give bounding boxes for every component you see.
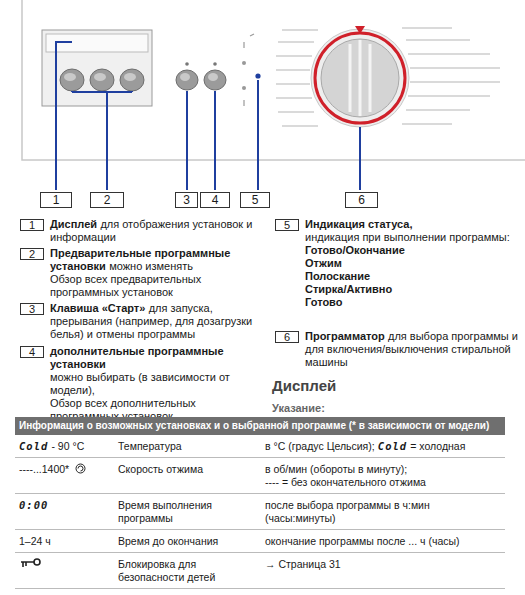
- table-cell: Блокировка для безопасности детей: [118, 558, 260, 584]
- table-cell: окончание программы после ... ч (часы): [265, 535, 501, 548]
- table-text: ---- = без окончательного отжима: [265, 476, 501, 489]
- callout-number: 3: [175, 192, 198, 208]
- table-cell: Температура: [118, 440, 260, 453]
- description-text: Обзор всех предварительных программных у…: [50, 273, 265, 299]
- node-text: 1: [29, 219, 35, 231]
- table-text: Температура: [118, 440, 182, 452]
- note-heading: Указание:: [272, 402, 325, 414]
- node-text: 3: [29, 303, 35, 315]
- description-text: можно изменять: [109, 260, 193, 272]
- table-cell: Время выполнения программы: [118, 499, 260, 525]
- table-cell: после выбора программы в ч:мин (часы:мин…: [265, 499, 501, 525]
- table-text: в °C (градус Цельсия);: [265, 440, 375, 452]
- control-panel-illustration: [0, 0, 525, 190]
- description: Предварительные программные установкимож…: [50, 247, 265, 299]
- table-text: 1–24 ч: [19, 535, 51, 547]
- key-icon: [19, 558, 43, 570]
- term: дополнительные программные установки: [50, 345, 224, 370]
- table-text: Время до окончания: [118, 535, 218, 547]
- description: Клавиша «Старт»для запуска, прерывания (…: [50, 302, 265, 341]
- callout-number: 5: [275, 219, 299, 231]
- table-cell: Скорость отжима: [118, 463, 260, 476]
- node-text: 4: [29, 346, 35, 358]
- table-cell: 1–24 ч: [19, 535, 117, 548]
- table-text: 0:00: [19, 499, 48, 511]
- table-cell: в об/мин (обороты в минуту);---- = без о…: [265, 463, 501, 489]
- table-cell: Время до окончания: [118, 535, 260, 548]
- callout-number: 2: [20, 248, 44, 260]
- node-text: Информация о возможных установках и о вы…: [19, 420, 489, 431]
- table-text: - 90 °C: [51, 440, 84, 452]
- description: Индикация статуса,индикация при выполнен…: [305, 218, 525, 309]
- callout-number: 2: [90, 192, 124, 208]
- node-text: 2: [104, 193, 111, 207]
- table-cell: в °C (градус Цельсия);Cold= холодная: [265, 440, 501, 453]
- table-cell: ----...1400*: [19, 463, 117, 476]
- table-text: после выбора программы в ч:мин (часы:мин…: [265, 499, 430, 524]
- term: Индикация статуса,: [305, 218, 412, 230]
- table-text: → Страница 31: [265, 558, 341, 570]
- callout-number: 1: [40, 192, 72, 208]
- node-text: 6: [284, 331, 290, 343]
- table-header: Информация о возможных установках и о вы…: [15, 417, 505, 435]
- table-row: ----...1400* Скорость отжима в об/мин (обо…: [15, 458, 505, 494]
- table-text: Cold: [378, 440, 407, 452]
- table-row: 0:00 Время выполнения программы после выбо…: [15, 494, 505, 530]
- table-cell: [19, 558, 117, 573]
- callout-number: 3: [20, 303, 44, 315]
- table-text: = холодная: [410, 440, 465, 452]
- node-text: 2: [29, 248, 35, 260]
- table-row: Cold- 90 °CТемпературав °C (градус Цельс…: [15, 435, 505, 458]
- table-text: Cold: [19, 440, 48, 452]
- node-text: 5: [284, 219, 290, 231]
- table-text: ----...1400*: [19, 463, 69, 475]
- description-text: индикация при выполнении программы:: [305, 231, 525, 244]
- term: Клавиша «Старт»: [50, 302, 145, 314]
- table-cell: → Страница 31: [265, 558, 501, 571]
- description-text: можно выбирать (в зависимости от модели)…: [50, 371, 265, 397]
- callout-number: 6: [275, 331, 299, 343]
- term: Готово: [305, 296, 525, 309]
- table-row: 1–24 ч Время до окончания окончание програ…: [15, 530, 505, 553]
- callout-number: 6: [345, 192, 378, 208]
- node-text: 1: [53, 193, 60, 207]
- table-text: Время выполнения программы: [118, 499, 212, 524]
- callout-number: 4: [20, 346, 44, 358]
- table-cell: Cold- 90 °C: [19, 440, 117, 453]
- callout-number: 5: [240, 192, 270, 208]
- term: Полоскание: [305, 270, 525, 283]
- description: Программатордля выбора программы и для в…: [305, 330, 525, 369]
- description: дополнительные программные установкиможн…: [50, 345, 265, 423]
- node-text: 4: [212, 193, 219, 207]
- section-heading: Дисплей: [272, 377, 336, 394]
- term: Отжим: [305, 257, 525, 270]
- node-text: 3: [183, 193, 190, 207]
- callout-number: 4: [200, 192, 230, 208]
- spin-icon: [75, 463, 86, 474]
- term: Дисплей: [50, 218, 97, 230]
- term: Стирка/Активно: [305, 283, 525, 296]
- table-text: Скорость отжима: [118, 463, 203, 475]
- term: Готово/Окончание: [305, 244, 525, 257]
- description: Дисплейдля отображения установок и инфор…: [50, 218, 265, 244]
- table-row: Блокировка для безопасности детей → Стран…: [15, 553, 505, 589]
- term: Программатор: [305, 330, 385, 342]
- table-text: в об/мин (обороты в минуту);: [265, 463, 501, 476]
- node-text: 5: [252, 193, 259, 207]
- table-text: окончание программы после ... ч (часы): [265, 535, 460, 547]
- table-text: Блокировка для безопасности детей: [118, 558, 215, 583]
- node-text: 6: [358, 193, 365, 207]
- callout-number: 1: [20, 219, 44, 231]
- table-cell: 0:00: [19, 499, 117, 512]
